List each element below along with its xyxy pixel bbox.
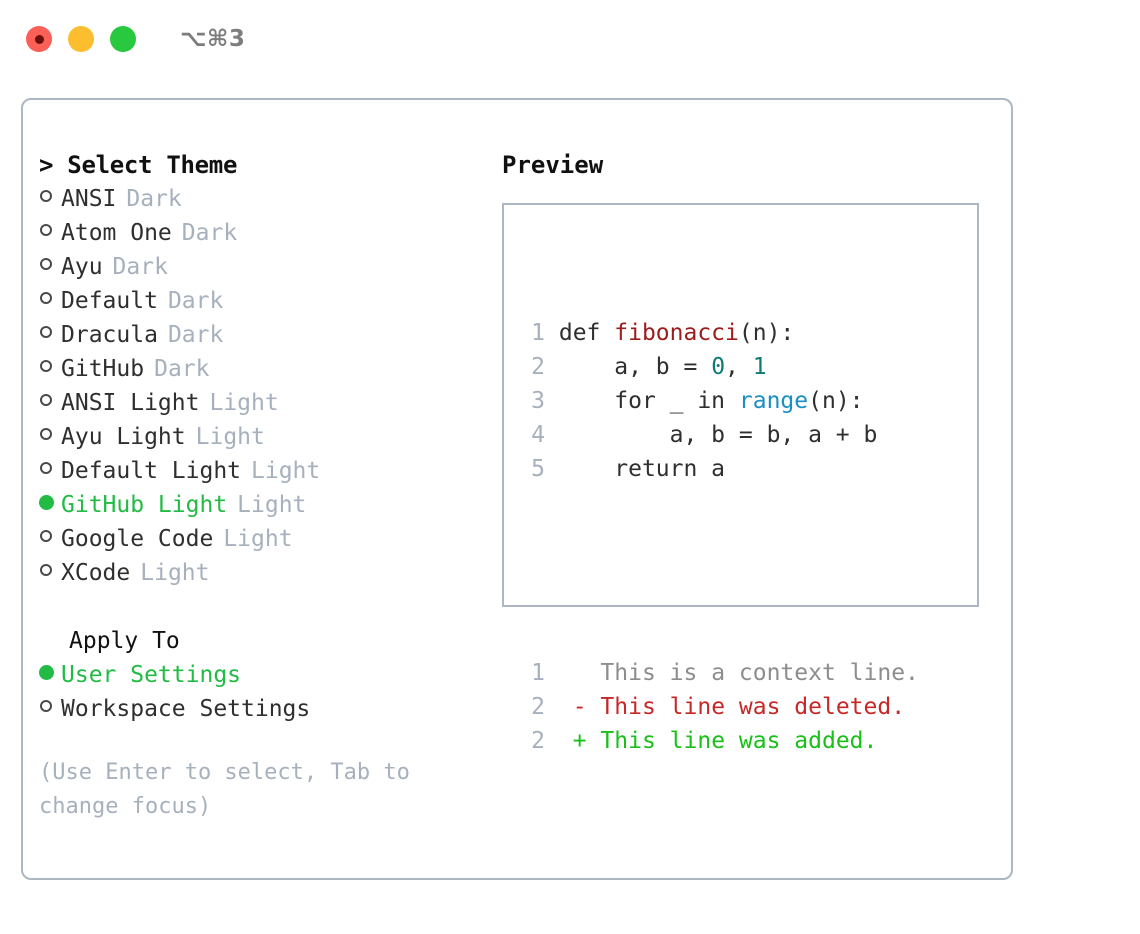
option-label: User Settings bbox=[61, 662, 242, 688]
diff-text: This line was added. bbox=[600, 728, 878, 754]
line-number: 2 bbox=[531, 354, 545, 380]
keyboard-hint: (Use Enter to select, Tab to change focu… bbox=[39, 760, 410, 819]
code-token: fibonacci bbox=[614, 320, 739, 346]
option-tag: Dark bbox=[154, 356, 210, 382]
code-token: return a bbox=[558, 456, 726, 482]
option-label: Workspace Settings bbox=[61, 696, 311, 722]
apply-to-option[interactable]: Workspace Settings bbox=[39, 692, 479, 726]
theme-option[interactable]: Ayu Light Light bbox=[39, 420, 479, 454]
option-label: Default Light bbox=[61, 458, 242, 484]
diff-marker: + bbox=[572, 728, 587, 754]
diff-line: 2 + This line was added. bbox=[521, 724, 919, 758]
list-spacer bbox=[39, 590, 479, 624]
theme-option[interactable]: Default Dark bbox=[39, 284, 479, 318]
select-theme-header: > Select Theme bbox=[39, 151, 238, 179]
code-token: (n): bbox=[738, 320, 795, 346]
option-label: ANSI Light bbox=[61, 390, 200, 416]
code-token: , bbox=[725, 354, 753, 380]
option-tag: Dark bbox=[112, 254, 168, 280]
code-line: 2 a, b = 0, 1 bbox=[521, 350, 919, 384]
code-token: (n): bbox=[808, 388, 864, 414]
option-label: GitHub Light bbox=[61, 492, 228, 518]
option-tag: Light bbox=[209, 390, 279, 416]
code-token: 0 bbox=[711, 354, 726, 380]
code-line: 5 return a bbox=[521, 452, 919, 486]
zoom-button-icon[interactable] bbox=[110, 26, 136, 52]
option-tag: Dark bbox=[181, 220, 238, 246]
option-tag: Light bbox=[223, 526, 293, 552]
shortcut-label: ⌥⌘3 bbox=[180, 26, 246, 52]
preview-title: Preview bbox=[502, 151, 604, 179]
option-tag: Light bbox=[140, 560, 210, 586]
option-label: Atom One bbox=[61, 220, 172, 246]
theme-option[interactable]: Dracula Dark bbox=[39, 318, 479, 352]
option-label: ANSI bbox=[61, 186, 117, 212]
theme-option[interactable]: GitHub Dark bbox=[39, 352, 479, 386]
line-number: 5 bbox=[531, 456, 545, 482]
diff-marker bbox=[573, 660, 587, 686]
option-tag: Light bbox=[237, 492, 307, 518]
theme-option[interactable]: XCode Light bbox=[39, 556, 479, 590]
diff-text: This line was deleted. bbox=[600, 694, 906, 720]
close-button-icon[interactable] bbox=[26, 26, 52, 52]
option-tag: Dark bbox=[126, 186, 182, 212]
code-token: a, b = b, a + b bbox=[558, 422, 878, 448]
option-label: XCode bbox=[61, 560, 131, 586]
line-number: 2 bbox=[531, 694, 545, 720]
option-label: Ayu Light bbox=[61, 424, 186, 450]
minimize-button-icon[interactable] bbox=[68, 26, 94, 52]
code-line: 1 def fibonacci(n): bbox=[521, 316, 919, 350]
code-token: for _ in bbox=[558, 388, 739, 414]
theme-option[interactable]: ANSI Dark bbox=[39, 182, 479, 216]
code-diff-gap bbox=[521, 554, 919, 588]
line-number: 3 bbox=[531, 388, 545, 414]
line-number: 1 bbox=[531, 660, 545, 686]
diff-sample: 1 This is a context line.2 - This line w… bbox=[521, 656, 919, 758]
code-token: 1 bbox=[752, 354, 767, 380]
line-number: 4 bbox=[531, 422, 545, 448]
recording-indicator-icon bbox=[34, 34, 44, 44]
window-titlebar: ⌥⌘3 bbox=[0, 0, 1140, 78]
line-number: 2 bbox=[531, 728, 545, 754]
code-line: 4 a, b = b, a + b bbox=[521, 418, 919, 452]
theme-option[interactable]: Google Code Light bbox=[39, 522, 479, 556]
theme-option[interactable]: GitHub Light Light bbox=[39, 488, 479, 522]
line-number: 1 bbox=[531, 320, 545, 346]
theme-option[interactable]: Default Light Light bbox=[39, 454, 479, 488]
option-tag: Dark bbox=[167, 322, 224, 348]
theme-option[interactable]: Atom One Dark bbox=[39, 216, 479, 250]
option-tag: Light bbox=[251, 458, 321, 484]
diff-marker: - bbox=[572, 694, 587, 720]
code-line: 3 for _ in range(n): bbox=[521, 384, 919, 418]
traffic-light-buttons bbox=[26, 26, 136, 52]
preview-pane: Preview 1 def fibonacci(n):2 a, b = 0, 1… bbox=[502, 148, 992, 754]
option-tag: Light bbox=[195, 424, 265, 450]
diff-line: 2 - This line was deleted. bbox=[521, 690, 919, 724]
theme-option[interactable]: ANSI Light Light bbox=[39, 386, 479, 420]
code-token: a, b = bbox=[558, 354, 712, 380]
option-label: Google Code bbox=[61, 526, 214, 552]
code-token: range bbox=[738, 388, 809, 414]
option-label: GitHub bbox=[61, 356, 145, 382]
theme-option[interactable]: Ayu Dark bbox=[39, 250, 479, 284]
apply-to-header: Apply To bbox=[69, 628, 180, 654]
apply-to-option[interactable]: User Settings bbox=[39, 658, 479, 692]
option-label: Default bbox=[61, 288, 158, 314]
option-label: Ayu bbox=[61, 254, 103, 280]
option-tag: Dark bbox=[167, 288, 224, 314]
code-token: def bbox=[558, 320, 615, 346]
diff-line: 1 This is a context line. bbox=[521, 656, 919, 690]
option-label: Dracula bbox=[61, 322, 158, 348]
diff-text: This is a context line. bbox=[600, 660, 919, 686]
